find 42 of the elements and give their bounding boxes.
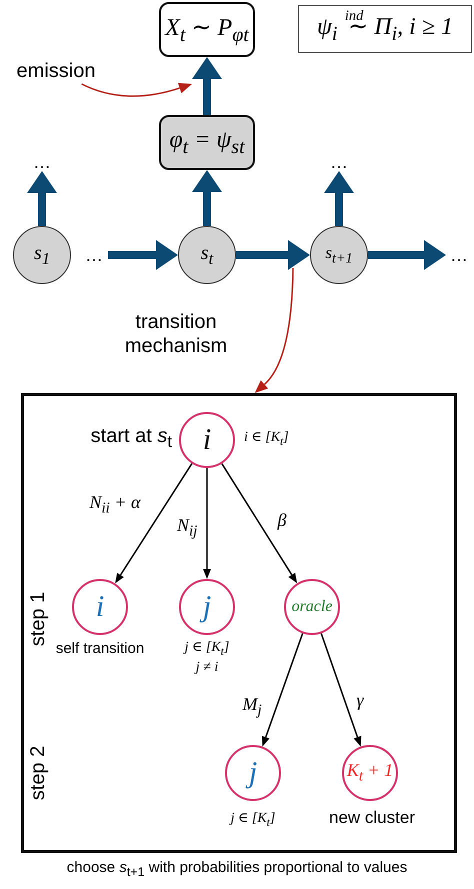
arrow: [27, 171, 57, 226]
state-label: s$_{t+1}$: [325, 242, 353, 268]
set-annotation: j ∈ [K$_{t}$]: [228, 811, 276, 830]
formula-box: [298, 5, 472, 53]
curved-arrow: [81, 82, 192, 97]
formula-box: [159, 2, 255, 57]
formula-text: X$_{t}$ ∼ P$_{φt}$: [165, 14, 249, 46]
step-label: step 1: [26, 592, 50, 646]
arrow: [324, 171, 354, 226]
arrow: [221, 463, 298, 584]
formula-box: [159, 115, 255, 170]
ellipsis-text: …: [31, 153, 53, 171]
state-label: s$_{1}$: [34, 242, 50, 268]
ellipsis-text: …: [80, 245, 108, 265]
arrow: [368, 240, 446, 270]
arrow: [320, 633, 362, 747]
set-annotation: i ∈ [K$_{t}$]: [244, 430, 290, 449]
annotation-text: emission: [6, 58, 106, 84]
arrow: [262, 633, 304, 747]
formula-text: φ$_{t}$ = ψ$_{st}$: [169, 126, 245, 158]
arrow: [192, 170, 222, 226]
ellipsis-text: …: [328, 153, 350, 171]
set-annotation: j ≠ i: [193, 660, 220, 677]
annotation-text: transition mechanism: [124, 310, 228, 358]
arrow: [192, 57, 222, 115]
annotation-text: start at s$_{t}$: [90, 424, 172, 452]
cluster-label: K$_{t}$ + 1: [346, 760, 394, 786]
arrow: [236, 240, 310, 270]
cluster-label: i: [202, 423, 212, 457]
set-annotation: j ∈ [K$_{t}$]: [182, 640, 230, 659]
arrow: [108, 240, 178, 270]
state-label: s$_{t}$: [200, 242, 214, 268]
annotation-text: self transition: [55, 640, 145, 658]
step-label: step 2: [26, 746, 50, 800]
caption-text: choose s$_{t+1}$ with probabilities proportional to values: [66, 859, 408, 880]
arrow: [203, 468, 211, 579]
arrow: [115, 463, 193, 584]
cluster-label: oracle: [292, 598, 332, 616]
cluster-label: i: [96, 590, 104, 624]
curved-arrow: [255, 268, 294, 394]
annotation-text: new cluster: [328, 808, 416, 828]
ellipsis-text: …: [446, 245, 472, 265]
